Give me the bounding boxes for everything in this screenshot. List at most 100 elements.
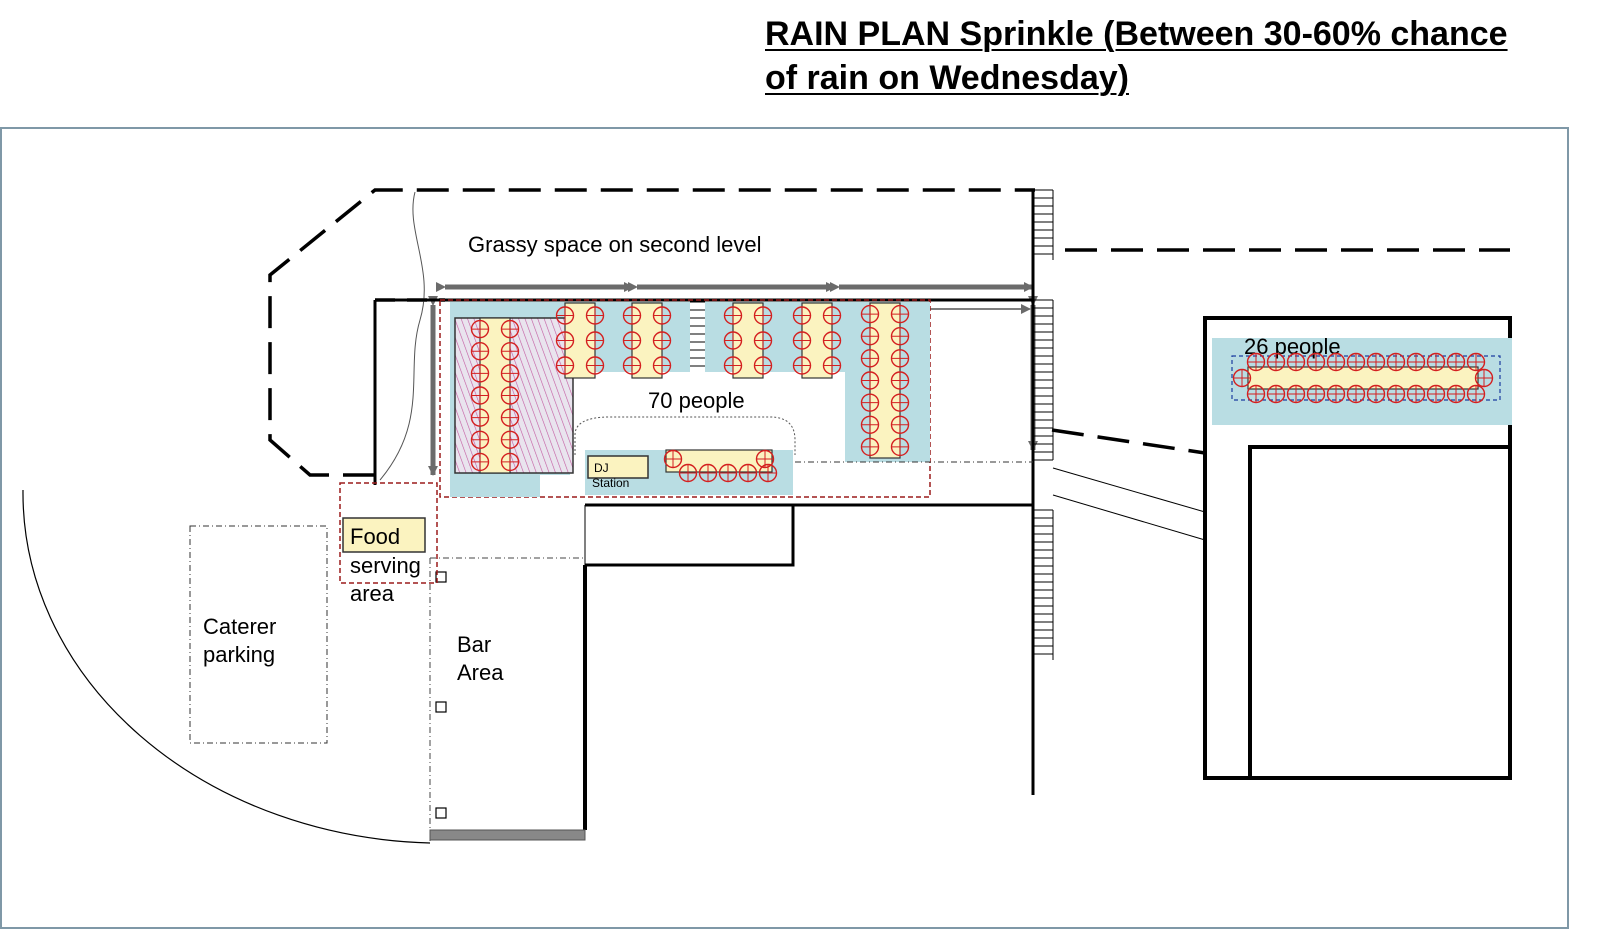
post-icon (435, 571, 447, 583)
chair-icon (1346, 352, 1366, 372)
chair-icon (500, 452, 520, 472)
chair-icon (1266, 384, 1286, 404)
chair-icon (753, 306, 773, 325)
chair-icon (738, 463, 758, 483)
chair-icon (555, 331, 575, 350)
chair-icon (1474, 368, 1494, 388)
chair-icon (860, 393, 880, 412)
chair-icon (652, 356, 672, 375)
dj-label-2: Station (592, 476, 629, 490)
chair-icon (822, 306, 842, 325)
chair-icon (470, 319, 490, 339)
second-level-outline (268, 188, 1035, 477)
chair-icon (723, 356, 743, 375)
chair-icon (500, 342, 520, 361)
chair-icon (1306, 384, 1326, 404)
chair-icon (622, 306, 642, 325)
chair-icon (470, 342, 490, 361)
bar-label-2: Area (457, 660, 504, 685)
chair-icon (822, 356, 842, 375)
chair-icon (585, 331, 605, 350)
food-label-3: area (350, 581, 395, 606)
chair-icon (500, 408, 520, 427)
chair-icon (723, 331, 743, 350)
stairs-icon (690, 301, 705, 367)
chair-icon (555, 306, 575, 325)
dj-label-1: DJ (594, 461, 609, 475)
chair-icon (678, 463, 698, 483)
side-capacity-label: 26 people (1244, 334, 1341, 359)
table (1247, 366, 1479, 390)
lawn-edge-arc (22, 489, 431, 844)
chair-icon (1286, 384, 1306, 404)
bar-counter (429, 829, 586, 841)
stairs-icon (1032, 189, 1054, 660)
chair-icon (1306, 352, 1326, 372)
title-line-2: of rain on Wednesday) (765, 59, 1129, 97)
ramp-line (1052, 494, 1206, 541)
main-capacity-label: 70 people (648, 388, 745, 413)
chair-icon (1326, 352, 1346, 372)
connector-dashed-line (1051, 428, 1206, 455)
chair-icon (1366, 352, 1386, 372)
chair-icon (860, 304, 880, 324)
chair-icon (1266, 352, 1286, 372)
chair-icon (1466, 352, 1486, 372)
chair-icon (860, 371, 880, 390)
chair-icon (500, 386, 520, 405)
chair-icon (663, 449, 683, 469)
chair-icon (890, 437, 910, 457)
chair-icon (822, 331, 842, 350)
chair-icon (652, 306, 672, 325)
chair-icon (1386, 384, 1406, 404)
chair-icon (500, 364, 520, 383)
chair-icon (1426, 384, 1446, 404)
chair-icon (1406, 384, 1426, 404)
grassy-label: Grassy space on second level (468, 232, 762, 257)
chair-icon (860, 415, 880, 434)
path-line (379, 191, 425, 481)
chair-icon (470, 364, 490, 383)
chair-icon (585, 356, 605, 375)
caterer-label-2: parking (203, 642, 275, 667)
chair-icon (890, 371, 910, 390)
dotted-path (574, 416, 796, 455)
chair-icon (500, 430, 520, 449)
caterer-parking-zone (189, 525, 328, 744)
chair-icon (555, 356, 575, 375)
food-label-box (342, 517, 426, 553)
chair-icon (792, 331, 812, 350)
chair-icon (1366, 384, 1386, 404)
chair-icon (1466, 384, 1486, 404)
chair-icon (1446, 352, 1466, 372)
chair-icon (860, 327, 880, 346)
chair-icon (1386, 352, 1406, 372)
chair-icon (753, 356, 773, 375)
chair-icon (753, 331, 773, 350)
chair-icon (470, 408, 490, 427)
chair-icon (890, 304, 910, 324)
chair-icon (622, 356, 642, 375)
chair-icon (1326, 384, 1346, 404)
dj-station-box (587, 455, 649, 479)
ramp-line (1052, 467, 1206, 513)
food-serving-zone (339, 482, 438, 584)
chair-icon (1446, 384, 1466, 404)
chair-icon (500, 319, 520, 339)
chair-icon (652, 331, 672, 350)
chair-icon (585, 306, 605, 325)
chair-icon (622, 331, 642, 350)
bar-label-1: Bar (457, 632, 491, 657)
pavilion-building (1248, 445, 1512, 780)
chair-icon (890, 393, 910, 412)
chair-icon (1246, 384, 1266, 404)
chair-icon (755, 449, 775, 469)
chair-icon (470, 386, 490, 405)
chair-icon (1406, 352, 1426, 372)
title-line-1: RAIN PLAN Sprinkle (Between 30-60% chanc… (765, 15, 1508, 53)
page-title: RAIN PLAN Sprinkle (Between 30-60% chanc… (765, 12, 1565, 100)
chair-icon (890, 349, 910, 368)
food-label-1: Food (350, 524, 400, 549)
post-icon (435, 807, 447, 819)
